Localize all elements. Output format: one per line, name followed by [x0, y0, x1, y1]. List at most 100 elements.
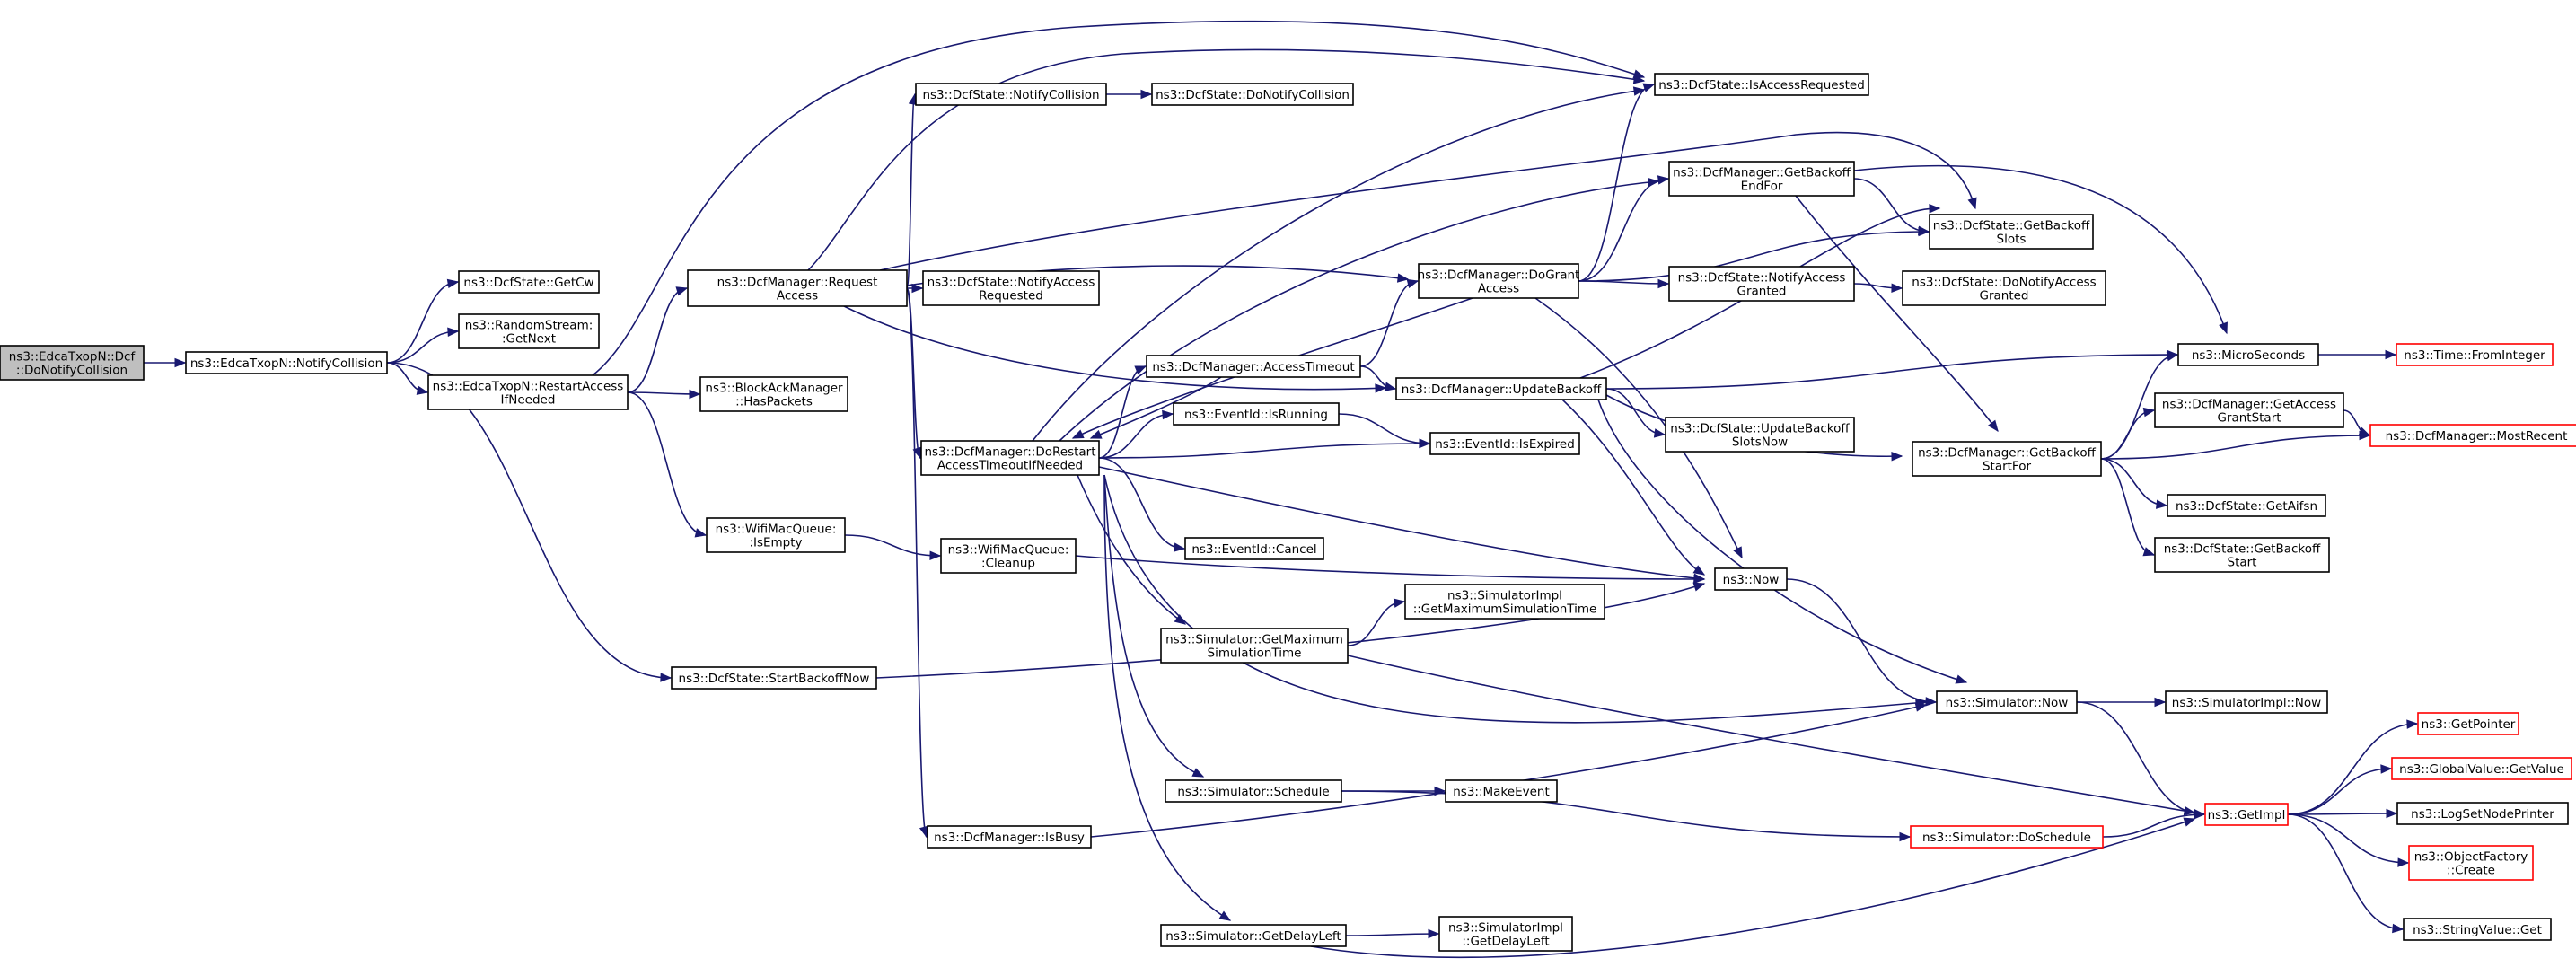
call-edge-restartAccess-to-hasPackets — [627, 391, 700, 395]
function-node-objectFactoryCreate[interactable]: ns3::ObjectFactory::Create — [2408, 845, 2534, 881]
function-node-simNow[interactable]: ns3::Simulator::Now — [1936, 690, 2078, 714]
function-node-stringValueGet[interactable]: ns3::StringValue::Get — [2403, 918, 2552, 941]
arrowhead — [1653, 428, 1666, 438]
function-node-accessTimeout[interactable]: ns3::DcfManager::AccessTimeout — [1146, 355, 1361, 378]
function-node-schedule[interactable]: ns3::Simulator::Schedule — [1165, 779, 1342, 803]
node-label: ns3::EdcaTxopN::RestartAccess — [433, 380, 624, 394]
function-node-root: ns3::EdcaTxopN::Dcf::DoNotifyCollision — [0, 345, 145, 381]
function-node-isRunning[interactable]: ns3::EventId::IsRunning — [1173, 402, 1340, 426]
node-label: :Cleanup — [981, 557, 1035, 571]
function-node-getImpl[interactable]: ns3::GetImpl — [2204, 803, 2289, 826]
function-node-logSetNodePrinter[interactable]: ns3::LogSetNodePrinter — [2396, 802, 2569, 825]
node-box — [2417, 712, 2519, 735]
arrowhead — [2166, 351, 2179, 362]
function-node-queueIsEmpty[interactable]: ns3::WifiMacQueue::IsEmpty — [706, 517, 846, 553]
function-node-mostRecent[interactable]: ns3::DcfManager::MostRecent — [2369, 424, 2576, 447]
arrowhead — [2386, 808, 2398, 819]
function-node-makeEvent[interactable]: ns3::MakeEvent — [1445, 779, 1558, 803]
arrowhead — [447, 327, 460, 337]
node-label: ns3::EventId::Cancel — [1191, 542, 1316, 557]
node-label: ::Create — [2447, 864, 2495, 878]
function-node-updateBackoff[interactable]: ns3::DcfManager::UpdateBackoff — [1395, 377, 1607, 400]
function-node-isExpired[interactable]: ns3::EventId::IsExpired — [1429, 432, 1580, 455]
node-label: ns3::Time::FromInteger — [2404, 348, 2545, 363]
node-box — [2403, 918, 2552, 941]
function-node-notifyCollision[interactable]: ns3::EdcaTxopN::NotifyCollision — [185, 351, 388, 374]
arrowhead — [1162, 409, 1174, 420]
node-label: ns3::DcfState::GetBackoff — [2164, 542, 2321, 557]
arrowhead — [2406, 719, 2419, 729]
node-label: ns3::Simulator::GetMaximum — [1165, 633, 1343, 647]
call-edge-isRunning-to-isExpired — [1338, 413, 1430, 444]
function-node-getDelayLeft[interactable]: ns3::Simulator::GetDelayLeft — [1160, 924, 1347, 947]
node-box — [1146, 355, 1361, 378]
node-box — [2369, 424, 2576, 447]
arrowhead — [929, 550, 942, 560]
node-label: ::GetMaximumSimulationTime — [1413, 602, 1597, 617]
function-node-isBusy[interactable]: ns3::DcfManager::IsBusy — [927, 825, 1092, 849]
node-label: ns3::DcfManager::DoGrant — [1418, 268, 1580, 283]
function-node-getAifsn[interactable]: ns3::DcfState::GetAifsn — [2167, 494, 2326, 517]
node-box — [922, 270, 1100, 306]
function-node-doSchedule[interactable]: ns3::Simulator::DoSchedule — [1910, 825, 2104, 849]
node-label: ns3::ObjectFactory — [2414, 850, 2528, 865]
function-node-startBackoffNow[interactable]: ns3::DcfState::StartBackoffNow — [671, 666, 877, 690]
arrowhead — [1173, 542, 1186, 552]
function-node-globalValueGet[interactable]: ns3::GlobalValue::GetValue — [2391, 757, 2572, 780]
arrowhead — [1918, 225, 1930, 236]
function-node-implGetDelayLeft[interactable]: ns3::SimulatorImpl::GetDelayLeft — [1438, 916, 1573, 952]
node-label: :IsEmpty — [749, 536, 802, 550]
function-node-microSeconds[interactable]: ns3::MicroSeconds — [2177, 343, 2319, 366]
function-node-now[interactable]: ns3::Now — [1714, 567, 1788, 591]
function-node-doRestart[interactable]: ns3::DcfManager::DoRestartAccessTimeoutI… — [920, 440, 1100, 476]
node-label: ns3::RandomStream: — [465, 319, 593, 333]
function-node-dcfNotifyCollision[interactable]: ns3::DcfState::NotifyCollision — [915, 83, 1107, 106]
function-node-randomNext[interactable]: ns3::RandomStream::GetNext — [458, 313, 600, 349]
arrowhead — [1191, 768, 1205, 778]
node-label: ns3::DcfManager::DoRestart — [924, 445, 1095, 460]
arrowhead — [1089, 429, 1103, 439]
function-node-getCw[interactable]: ns3::DcfState::GetCw — [458, 270, 600, 294]
function-node-getPointer[interactable]: ns3::GetPointer — [2417, 712, 2519, 735]
node-box — [1160, 924, 1347, 947]
node-label: ns3::SimulatorImpl — [1447, 589, 1562, 603]
function-node-fromInteger[interactable]: ns3::Time::FromInteger — [2396, 343, 2554, 366]
node-box — [706, 517, 846, 553]
arrowhead — [2142, 407, 2156, 418]
function-node-eventCancel[interactable]: ns3::EventId::Cancel — [1184, 537, 1324, 560]
function-node-queueCleanup[interactable]: ns3::WifiMacQueue::Cleanup — [940, 538, 1077, 574]
node-label: ns3::StringValue::Get — [2413, 923, 2542, 937]
node-label: ns3::DcfState::IsAccessRequested — [1658, 78, 1865, 92]
function-node-implGetMax[interactable]: ns3::SimulatorImpl::GetMaximumSimulation… — [1404, 584, 1605, 620]
node-label: ns3::DcfManager::AccessTimeout — [1152, 360, 1354, 374]
call-edge-doGrantAccess-to-isAccessRequested — [1578, 84, 1655, 282]
call-edge-doSchedule-to-getImpl — [2102, 813, 2205, 838]
arrowhead — [2142, 547, 2156, 557]
function-node-isAccessRequested[interactable]: ns3::DcfState::IsAccessRequested — [1654, 73, 1869, 96]
node-label: ns3::EdcaTxopN::Dcf — [9, 350, 136, 365]
node-box — [2396, 802, 2569, 825]
function-node-implNow[interactable]: ns3::SimulatorImpl::Now — [2165, 690, 2328, 714]
arrowhead — [1692, 565, 1706, 576]
node-label: Access — [777, 289, 818, 303]
function-node-hasPackets[interactable]: ns3::BlockAckManager::HasPackets — [699, 376, 848, 412]
node-box — [2204, 803, 2289, 826]
function-node-getMaxSimTime[interactable]: ns3::Simulator::GetMaximumSimulationTime — [1160, 628, 1349, 664]
function-node-doNotifyCollision[interactable]: ns3::DcfState::DoNotifyCollision — [1151, 83, 1354, 106]
node-label: ns3::DcfManager::MostRecent — [2386, 429, 2568, 444]
node-label: ns3::Simulator::Schedule — [1177, 785, 1329, 799]
node-box — [1714, 567, 1788, 591]
